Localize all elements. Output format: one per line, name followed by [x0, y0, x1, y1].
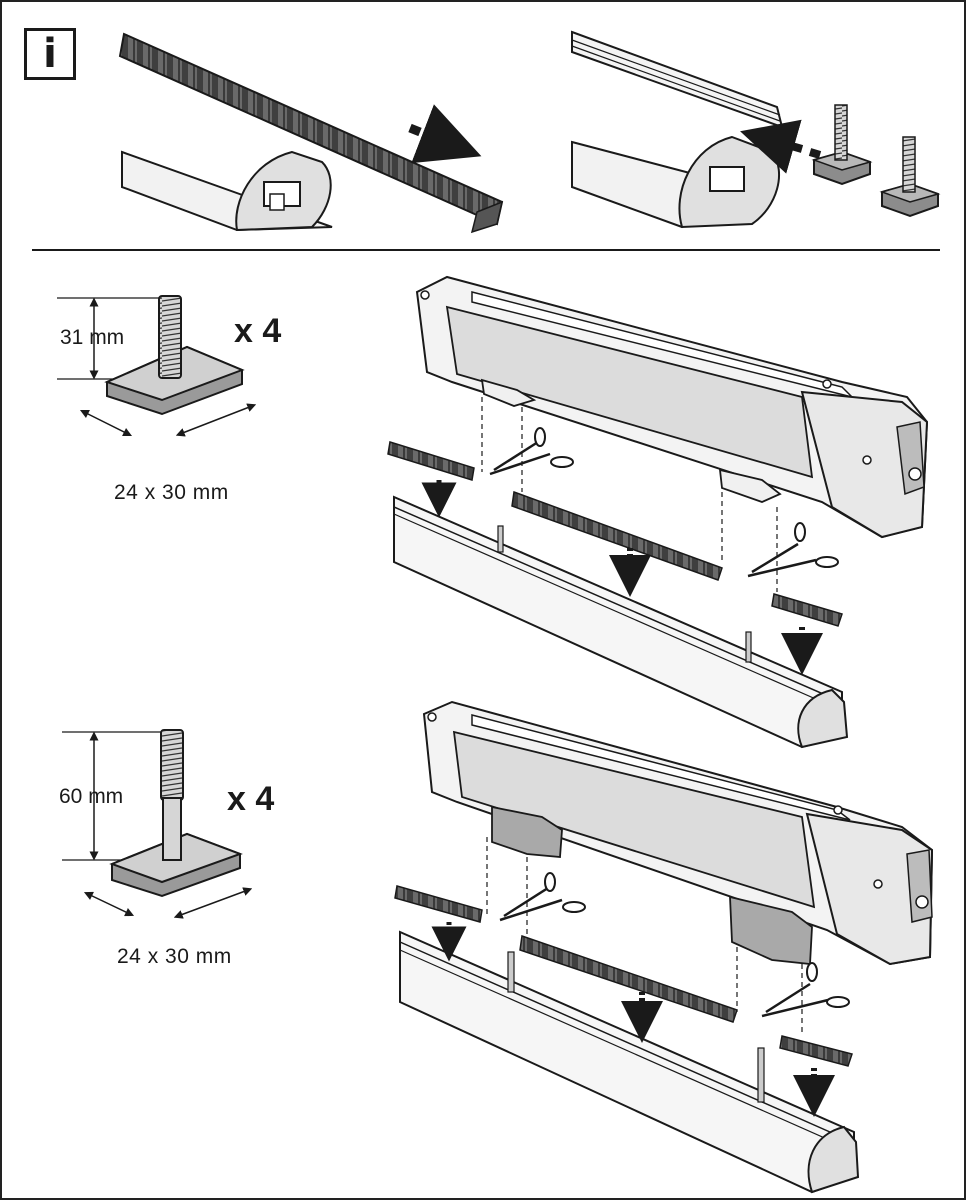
scissors-icon: [747, 522, 839, 578]
info-icon: i: [24, 28, 76, 80]
carrier-assembly-2: [394, 700, 934, 1194]
long-bolt-length-label: 60 mm: [59, 785, 124, 808]
short-bolt-base-size-label: 24 x 30 mm: [114, 481, 229, 504]
top-panel: [118, 30, 941, 234]
rail-strip-removal: [118, 32, 504, 234]
long-bolt-spec: [62, 729, 253, 919]
short-bolt-length-label: 31 mm: [60, 326, 125, 349]
t-bolt-icon: [811, 104, 873, 186]
long-bolt-base-size-label: 24 x 30 mm: [117, 945, 232, 968]
rail-bolt-insertion: [571, 30, 941, 229]
short-bolt-spec: [57, 295, 257, 437]
carrier-assembly-1: [387, 275, 929, 749]
long-bolt-quantity-label: x 4: [227, 780, 275, 818]
scissors-icon: [489, 427, 574, 476]
scissors-icon: [499, 872, 586, 922]
t-bolt-icon: [879, 136, 941, 218]
short-bolt-quantity-label: x 4: [234, 312, 282, 350]
scissors-icon: [761, 962, 850, 1018]
